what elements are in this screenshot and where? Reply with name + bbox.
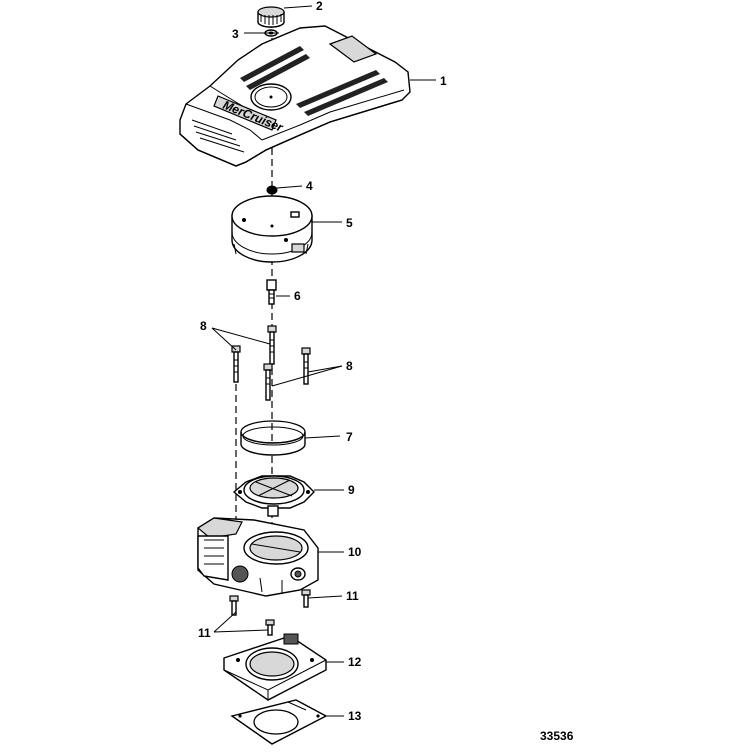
screw-left: [229, 595, 239, 616]
callout-6: 6: [294, 289, 301, 303]
callout-leaders: [211, 5, 436, 717]
part-11-screws: [229, 589, 311, 636]
part-6-stud: [266, 279, 277, 305]
screw-right: [301, 589, 311, 608]
part-5-flame-arrestor: [231, 195, 313, 263]
part-7-seal-ring: [240, 420, 306, 456]
callout-2: 2: [316, 0, 323, 13]
bolt-right: [301, 347, 311, 385]
bolt-left: [231, 345, 241, 383]
part-12-spacer-plate: [223, 633, 327, 701]
part-13-gasket: [230, 699, 328, 745]
drawing-number: 33536: [540, 729, 574, 743]
callout-4: 4: [306, 179, 313, 193]
callout-10: 10: [348, 545, 362, 559]
callout-5: 5: [346, 216, 353, 230]
callout-7: 7: [346, 430, 353, 444]
callout-12: 12: [348, 655, 362, 669]
part-1-engine-cover: MerCruiser: [179, 25, 411, 167]
callout-11-right: 11: [346, 589, 359, 603]
bolt-center: [267, 325, 277, 365]
part-10-throttle-body: [196, 517, 319, 597]
callout-3: 3: [232, 27, 239, 41]
part-4-grommet: [266, 185, 278, 195]
callout-9: 9: [348, 483, 355, 497]
screw-center: [265, 619, 275, 636]
callout-13: 13: [348, 709, 362, 723]
part-9-adapter: [232, 475, 315, 517]
part-8-bolts: [231, 325, 311, 401]
callout-8-upper: 8: [200, 319, 207, 333]
part-2-cap: [257, 6, 285, 28]
bolt-front: [263, 363, 273, 401]
callout-11-left: 11: [198, 626, 211, 640]
callout-1: 1: [440, 74, 447, 88]
callout-8-lower: 8: [346, 359, 353, 373]
